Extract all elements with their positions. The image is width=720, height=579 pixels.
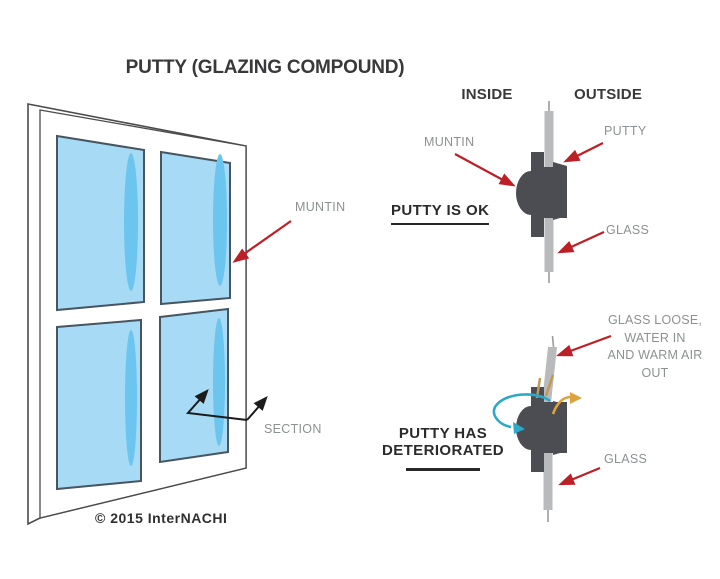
glass-loose-note-line: WATER IN — [624, 330, 686, 345]
section-arrowhead — [253, 395, 268, 411]
glass-loose-note: GLASS LOOSE, WATER IN AND WARM AIR OUT — [593, 312, 717, 382]
inside-label: INSIDE — [461, 86, 513, 103]
muntin-profile-deteriorated — [516, 387, 567, 472]
window-muntin-arrow — [232, 220, 292, 263]
muntin-arrow — [454, 153, 516, 187]
cross-section-ok — [516, 101, 567, 283]
muntin-bead — [516, 171, 531, 215]
glass-loose-note-line: AND WARM AIR OUT — [607, 348, 703, 380]
glass-arrow-deteriorated — [558, 466, 601, 486]
glass-loose-arrow — [556, 334, 612, 357]
glass-edge-line — [551, 335, 555, 348]
putty-label: PUTTY — [604, 124, 647, 138]
window-illustration — [27, 103, 247, 526]
section-arrows — [185, 388, 268, 421]
window-pane-top-left — [56, 134, 145, 312]
glass-label-deteriorated: GLASS — [604, 452, 648, 466]
glass-strip-lower — [543, 453, 553, 510]
muntin-profile — [516, 152, 567, 237]
putty-deteriorated-status-line: DETERIORATED — [381, 442, 505, 459]
pane-highlight — [213, 154, 227, 286]
cross-section-deteriorated — [492, 335, 582, 522]
muntin-bead — [516, 406, 531, 450]
window-muntin-label: MUNTIN — [295, 200, 346, 214]
page-title: PUTTY (GLAZING COMPOUND) — [125, 57, 405, 78]
pane-highlight — [125, 330, 137, 466]
glass-strip-tilted — [541, 347, 557, 412]
window-pane-bottom-left — [56, 318, 142, 491]
putty-arrow — [563, 142, 604, 163]
water-in-arrow — [492, 393, 551, 434]
putty-deteriorated-status: PUTTY HAS DETERIORATED — [381, 425, 505, 459]
pane-highlight — [213, 318, 225, 446]
glass-label-ok: GLASS — [606, 223, 650, 237]
pane-highlight — [124, 153, 138, 291]
section-label: SECTION — [264, 422, 322, 436]
putty-bevel — [553, 162, 567, 220]
window-pane-bottom-right — [159, 307, 229, 464]
outside-label: OUTSIDE — [573, 86, 643, 103]
status-underline — [406, 468, 480, 471]
putty-bevel-deteriorated — [553, 401, 567, 455]
putty-deteriorated-status-line: PUTTY HAS — [398, 425, 488, 442]
putty-ok-status: PUTTY IS OK — [391, 202, 490, 225]
warm-air-out-arrow — [551, 392, 582, 415]
muntin-label: MUNTIN — [424, 135, 475, 149]
window-pane-top-right — [160, 150, 231, 306]
section-arrowhead — [194, 388, 209, 404]
copyright-text: © 2015 InterNACHI — [95, 510, 228, 526]
glass-arrow-ok — [557, 230, 605, 254]
glass-loose-note-line: GLASS LOOSE, — [607, 313, 703, 327]
